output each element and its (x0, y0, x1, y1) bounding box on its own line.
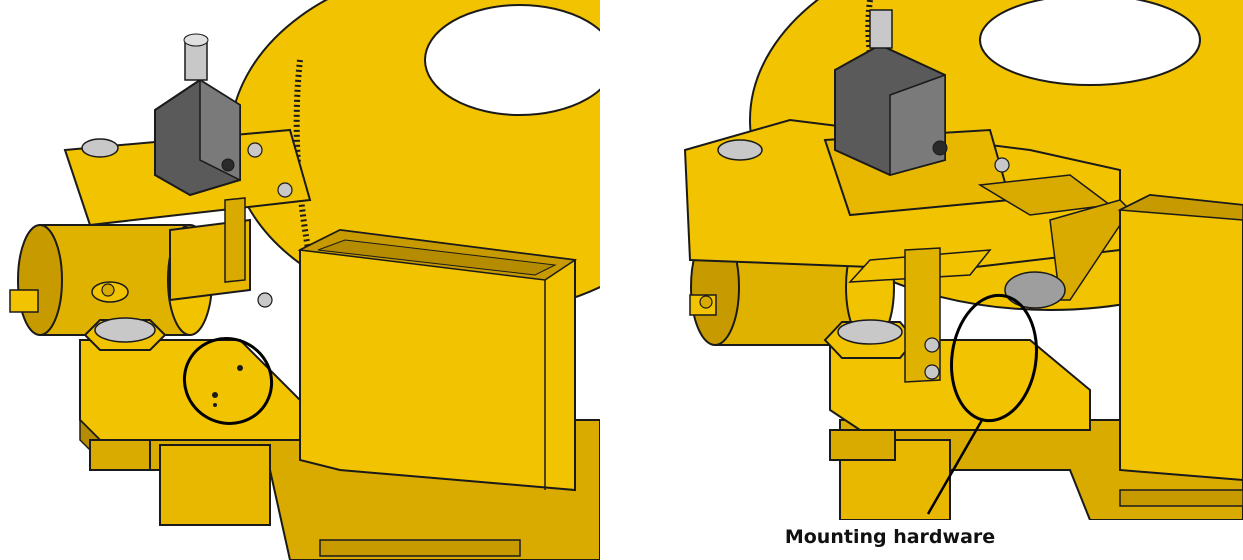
callout-circle-right (949, 293, 1039, 423)
callout-circle-left (182, 337, 274, 425)
callout-label: Mounting hardware (784, 526, 996, 548)
right-assembly-drawing (683, 0, 1243, 520)
left-view-panel (0, 0, 600, 560)
callout-leader-line (926, 419, 984, 515)
sensor-block (154, 33, 241, 197)
rect-tube-right (1117, 193, 1243, 482)
gear-ring (229, 0, 600, 316)
hex-cap-right (823, 319, 917, 359)
right-view-panel (650, 0, 1243, 520)
bracket-bolts-right (699, 157, 1010, 380)
sensor-block-right (834, 9, 948, 177)
left-assembly-drawing (9, 0, 600, 560)
lever-arm-right (829, 339, 1091, 461)
bracket-bolts (101, 142, 293, 308)
rect-tube (297, 228, 578, 492)
mount-bracket-right (683, 118, 1131, 383)
